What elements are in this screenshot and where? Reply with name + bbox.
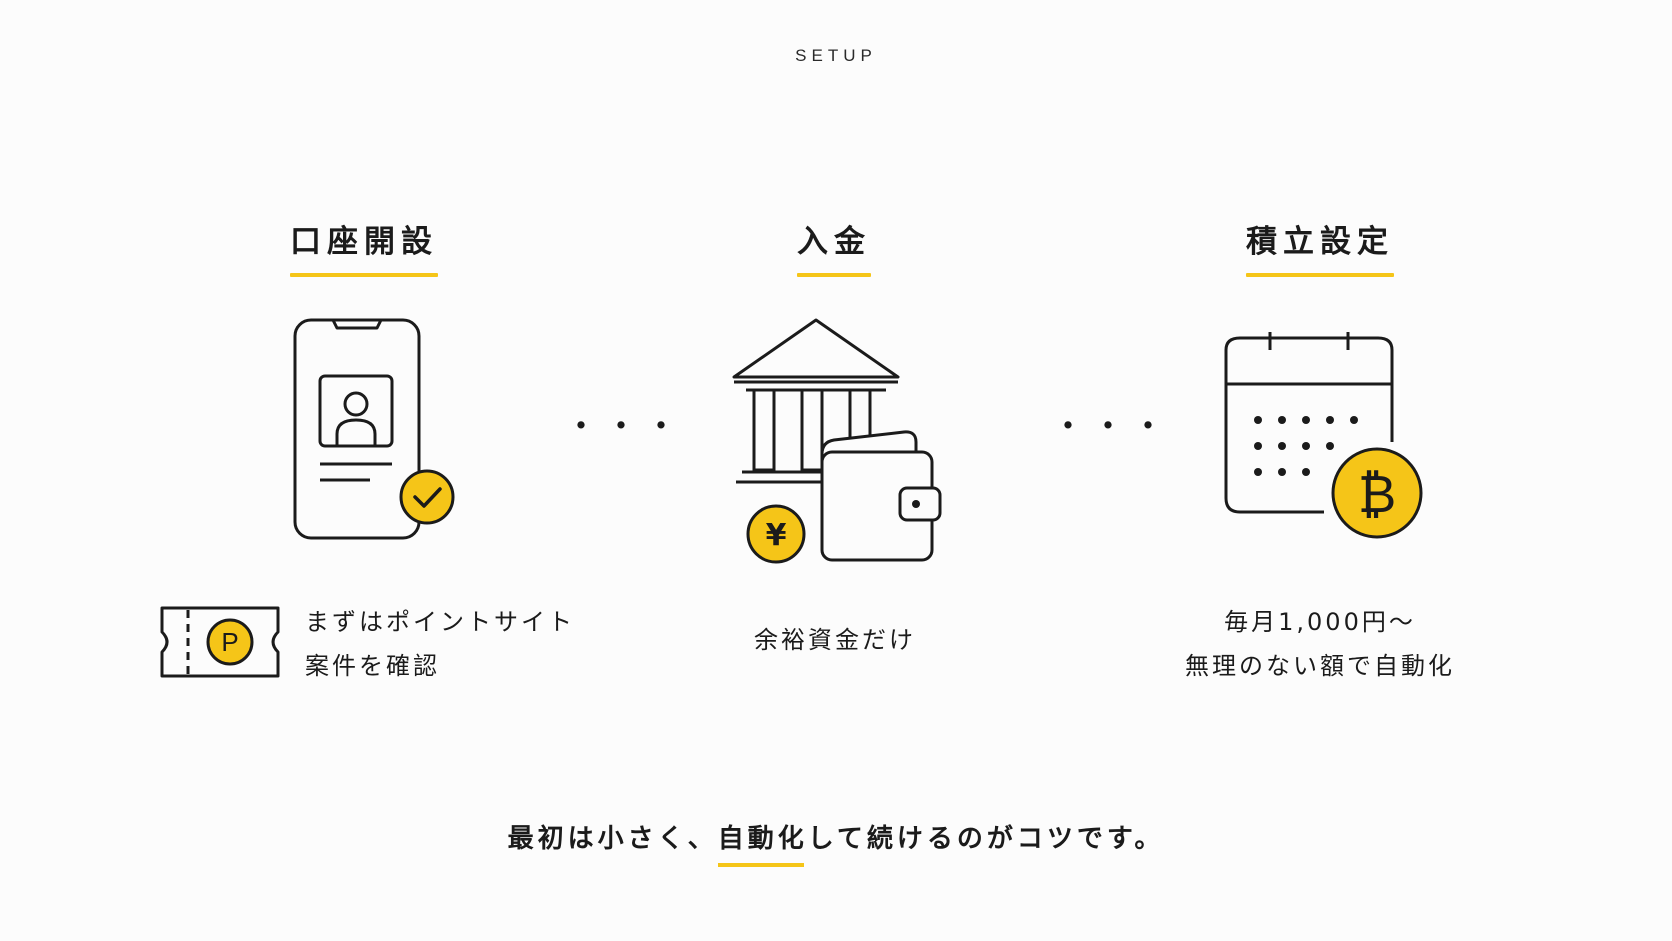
bank-icon: ¥: [732, 318, 942, 564]
desc-line: 毎月1,000円〜: [1224, 608, 1416, 636]
calendar-icon: ₿: [1224, 332, 1423, 539]
wallet-icon: [820, 430, 942, 562]
step-title-recurring-setup: 積立設定: [1246, 216, 1394, 277]
desc-line: 余裕資金だけ: [754, 626, 916, 654]
smartphone-id-icon: [293, 318, 455, 540]
point-ticket-icon: P: [160, 606, 280, 678]
bitcoin-symbol: ₿: [1358, 465, 1397, 525]
step-separator: ・・・: [1051, 407, 1171, 447]
desc-line: まずはポイントサイト: [305, 608, 575, 636]
footer-text-before: 最初は小さく、: [507, 824, 718, 854]
yen-symbol: ¥: [766, 518, 787, 553]
bitcoin-coin-icon: ₿: [1331, 447, 1423, 539]
yen-coin-icon: ¥: [746, 504, 806, 564]
section-label: SETUP: [795, 46, 877, 65]
checkmark-badge-icon: [399, 469, 455, 525]
step-desc-recurring-setup: 毎月1,000円〜 無理のない額で自動化: [1185, 600, 1455, 688]
footer-text-after: して続けるのがコツです。: [807, 824, 1165, 854]
footer-message: 最初は小さく、自動化して続けるのがコツです。: [0, 818, 1672, 867]
step-title-account-opening: 口座開設: [290, 216, 438, 277]
step-desc-account-opening: まずはポイントサイト 案件を確認: [305, 600, 575, 688]
desc-line: 案件を確認: [305, 652, 440, 680]
desc-line: 無理のない額で自動化: [1185, 652, 1455, 680]
footer-highlight: 自動化: [717, 818, 808, 867]
step-title-deposit: 入金: [797, 216, 871, 277]
point-letter: P: [221, 627, 238, 657]
step-desc-deposit: 余裕資金だけ: [754, 618, 916, 662]
step-separator: ・・・: [564, 407, 684, 447]
